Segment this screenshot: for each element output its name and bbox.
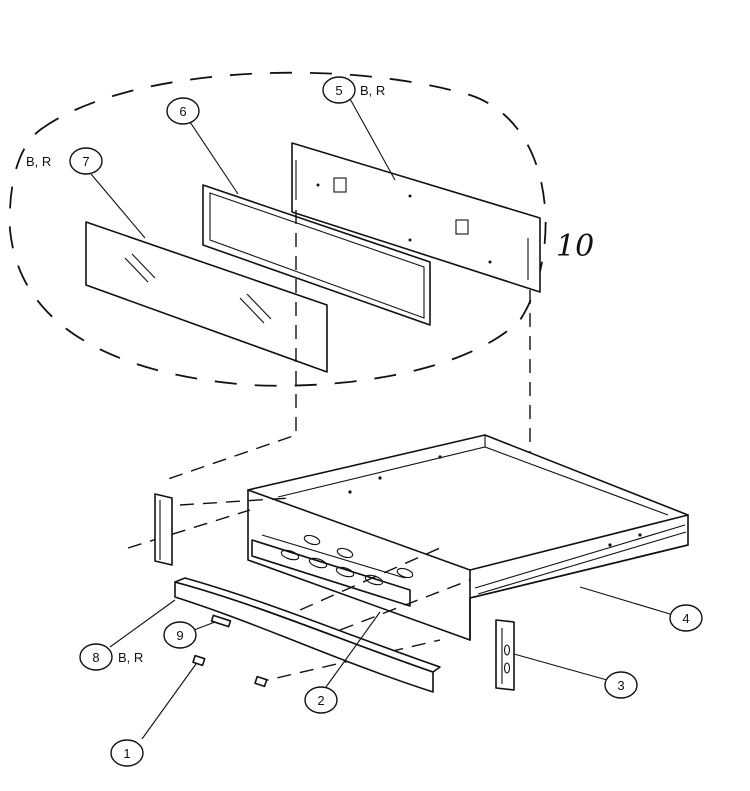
leader-lines — [90, 96, 671, 740]
part-5-back-panel — [291, 142, 541, 293]
callout-5-suffix: B, R — [360, 83, 385, 98]
left-slide-bracket — [154, 493, 173, 566]
part-8-front-panel — [174, 577, 441, 693]
part-7-glass — [85, 221, 328, 373]
callout-6: 6 — [166, 97, 200, 125]
callout-8-number: 8 — [92, 650, 99, 665]
callout-7: B, R 7 — [26, 147, 103, 175]
callout-8: 8 B, R — [79, 643, 143, 671]
screw-line-2 — [179, 497, 291, 506]
callout-1-number: 1 — [123, 746, 130, 761]
subassembly-label: 10 — [556, 229, 594, 264]
part-9-clip — [210, 614, 232, 628]
callout-5-number: 5 — [335, 83, 342, 98]
callout-7-suffix: B, R — [26, 154, 51, 169]
subassembly-outline — [8, 71, 547, 387]
screw-line-1 — [127, 509, 251, 549]
part-4-drawer-box — [247, 434, 689, 641]
part-6-frame — [202, 184, 431, 326]
callout-2-number: 2 — [317, 693, 324, 708]
projection-line-left — [164, 210, 297, 481]
callout-6-number: 6 — [179, 104, 186, 119]
callout-4: 4 — [669, 604, 703, 632]
callout-4-number: 4 — [682, 611, 689, 626]
callout-7-number: 7 — [82, 154, 89, 169]
callout-3: 3 — [604, 671, 638, 699]
part-3-slide-bracket — [495, 619, 515, 691]
callout-5: 5 B, R — [322, 76, 385, 104]
callout-3-number: 3 — [617, 678, 624, 693]
screw-line-3 — [299, 547, 441, 611]
part-1-screw — [192, 654, 268, 688]
part-2-bracket — [251, 534, 414, 607]
callout-9: 9 — [163, 621, 197, 649]
screw-line-4 — [339, 579, 471, 631]
callout-8-suffix: B, R — [118, 650, 143, 665]
callout-9-number: 9 — [176, 628, 183, 643]
callout-1: 1 — [110, 739, 144, 767]
callout-2: 2 — [304, 686, 338, 714]
